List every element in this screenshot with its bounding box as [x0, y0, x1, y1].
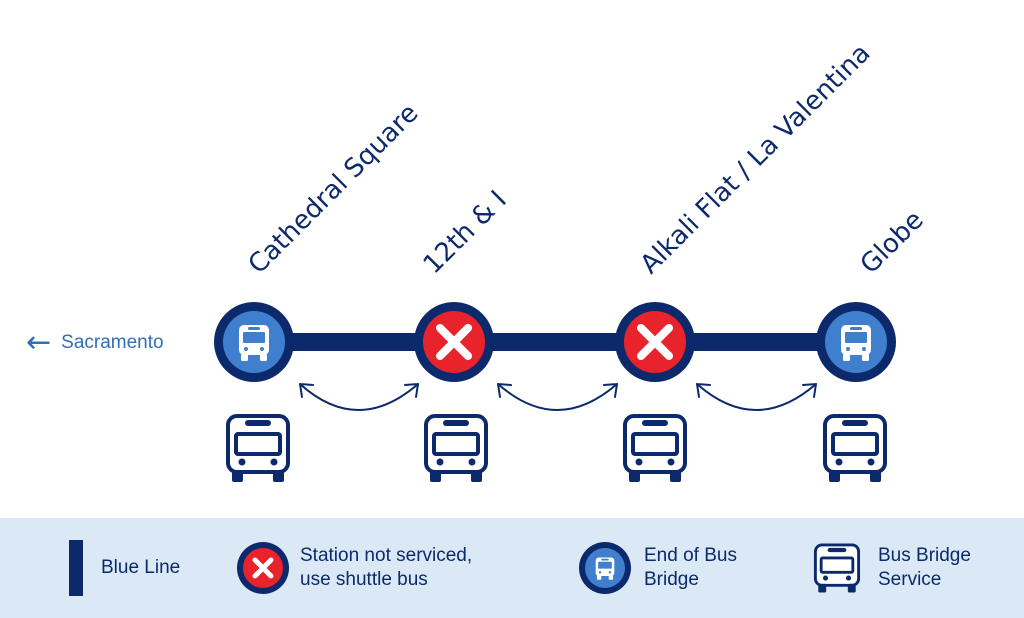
shuttle-bus-icon [623, 414, 687, 484]
shuttle-arc-icon [696, 383, 817, 411]
shuttle-bus-icon [424, 414, 488, 484]
shuttle-bus-icon [813, 543, 861, 594]
station-marker-cathedral-square[interactable] [214, 302, 294, 382]
x-icon [237, 542, 289, 594]
legend-bus-service-line2: Service [878, 569, 942, 590]
legend-end-bridge: End of Bus Bridge [578, 518, 737, 618]
shuttle-bus-icon [226, 414, 290, 484]
station-marker-alkali-flat[interactable] [615, 302, 695, 382]
bus-icon [579, 542, 631, 594]
legend-not-serviced-line2: use shuttle bus [300, 569, 428, 590]
legend-not-serviced-line1: Station not serviced, [300, 545, 473, 566]
station-marker-12th-and-i[interactable] [414, 302, 494, 382]
legend-bus-service-line1: Bus Bridge [878, 545, 971, 566]
direction-label: Sacramento [61, 332, 164, 353]
x-icon [436, 324, 472, 360]
shuttle-bus-icon [823, 414, 887, 484]
arrow-left-icon: ← [26, 325, 52, 360]
blue-line-swatch-icon [69, 540, 83, 596]
legend-not-serviced: Station not serviced, use shuttle bus [236, 518, 472, 618]
legend-blue-line: Blue Line [68, 518, 180, 618]
legend: Blue Line Station not serviced, use shut… [0, 518, 1024, 618]
shuttle-arc-icon [497, 383, 618, 411]
blue-line-track [254, 333, 856, 351]
station-marker-globe[interactable] [816, 302, 896, 382]
direction-indicator: ← Sacramento [26, 328, 164, 358]
legend-end-bridge-line1: End of Bus [644, 545, 737, 566]
shuttle-arc-icon [299, 383, 419, 411]
legend-blue-line-label: Blue Line [101, 557, 181, 578]
x-icon [637, 324, 673, 360]
legend-end-bridge-line2: Bridge [644, 569, 699, 590]
legend-bus-service: Bus Bridge Service [810, 518, 971, 618]
